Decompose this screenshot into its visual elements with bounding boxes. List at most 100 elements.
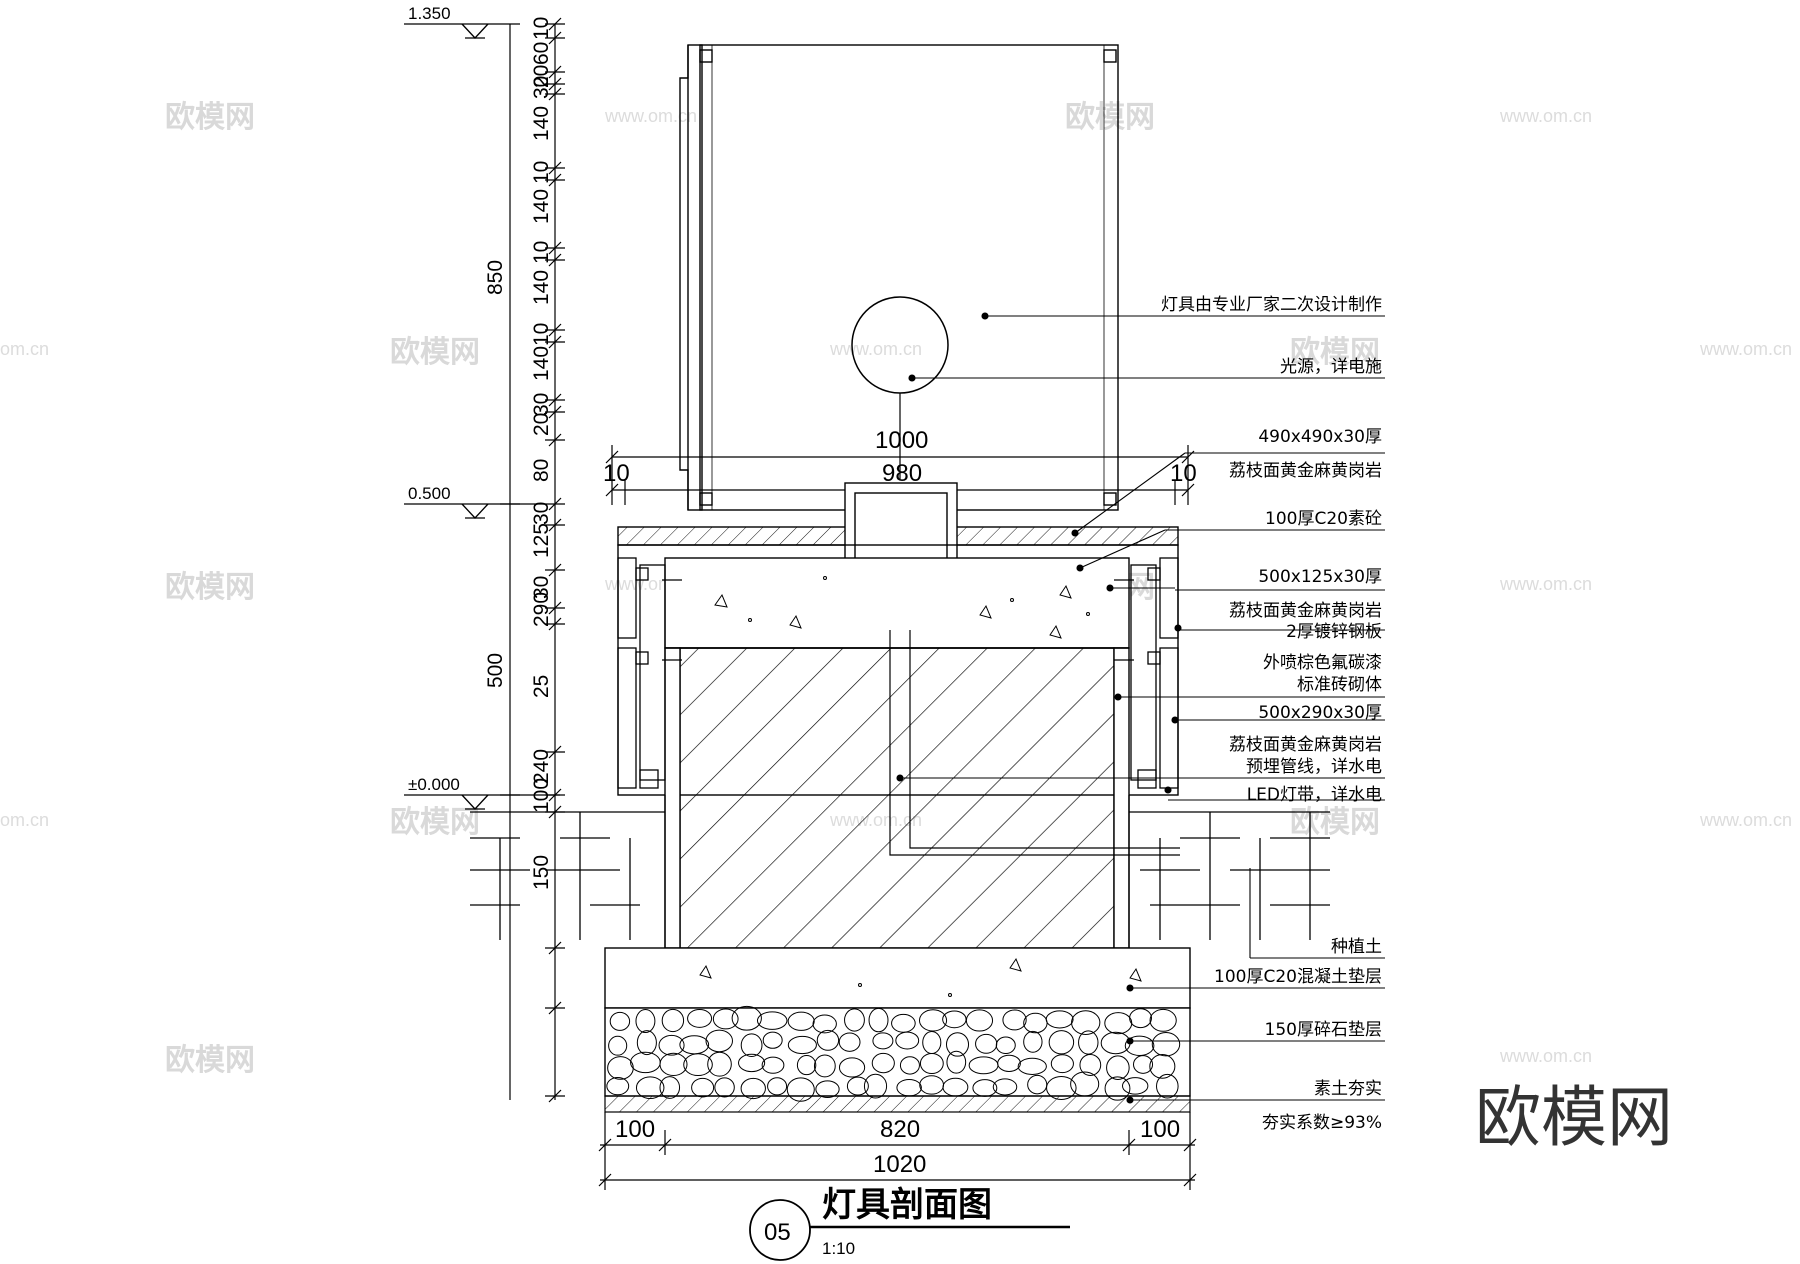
watermark-text: 欧模网 xyxy=(1290,335,1380,370)
vertical-dimension-labels: 1060203014010140101401014030208030125302… xyxy=(530,17,553,890)
dimension-10-left: 10 xyxy=(603,460,630,487)
dimension-label: 30 xyxy=(530,393,553,416)
elevation-markers xyxy=(404,23,560,810)
gravel-stone xyxy=(740,1033,763,1058)
watermark-text: 欧模网 xyxy=(390,805,480,840)
brand-logo-watermark: 欧模网 xyxy=(1475,1079,1673,1156)
gravel-stone xyxy=(796,1055,817,1076)
elevation-label: 1.350 xyxy=(408,4,451,23)
dimension-label: 10 xyxy=(530,17,553,40)
gravel-stone xyxy=(1106,1055,1130,1080)
annotation-label: 标准砖砌体 xyxy=(1297,675,1382,695)
dimension-tick xyxy=(548,65,562,79)
watermark-site: om.cn xyxy=(0,339,49,359)
dimension-tick xyxy=(548,161,562,175)
gravel-stone xyxy=(761,1056,785,1074)
annotation-label: 灯具由专业厂家二次设计制作 xyxy=(1161,295,1382,315)
gravel-stone xyxy=(1151,1032,1181,1057)
gravel-stone xyxy=(661,1008,685,1033)
watermark-text: 欧模网 xyxy=(165,1043,255,1078)
annotation-label: 150厚碎石垫层 xyxy=(1265,1020,1382,1040)
gravel-stone xyxy=(762,1031,783,1049)
gravel-stone xyxy=(997,1054,1021,1072)
gravel-stone xyxy=(606,1076,630,1096)
dimension-label: 25 xyxy=(530,675,553,698)
dimension-1000: 1000 xyxy=(875,427,928,454)
elevation-label: ±0.000 xyxy=(408,775,460,794)
gravel-stone xyxy=(787,1011,815,1031)
dimension-tick xyxy=(548,323,562,337)
annotation-label: LED灯带，详水电 xyxy=(1247,785,1382,805)
dimension-tick xyxy=(548,77,562,91)
dimension-label: 20 xyxy=(530,65,553,88)
dimension-tick xyxy=(548,405,562,419)
compacted-soil-layer xyxy=(604,1095,1191,1113)
gravel-stone xyxy=(1050,1054,1074,1074)
dimension-tick xyxy=(548,87,562,101)
gravel-stone xyxy=(738,1053,766,1073)
gravel-stone xyxy=(945,1032,970,1057)
watermark-site: www.om.cn xyxy=(604,106,697,126)
dimension-label: 30 xyxy=(530,76,553,99)
gravel-stone xyxy=(712,1008,739,1030)
dimension-500: 500 xyxy=(484,653,507,688)
gravel-stone xyxy=(899,1056,920,1075)
watermark-text: 欧模网 xyxy=(1065,100,1155,135)
dimension-label: 20 xyxy=(530,413,553,436)
gravel-stone xyxy=(872,1032,894,1050)
dimension-820: 820 xyxy=(880,1116,920,1143)
gravel-stone xyxy=(1121,1077,1149,1095)
dimension-tick xyxy=(548,497,562,511)
watermark-layer: 欧模网 www.om.cn 欧模网 www.om.cn om.cn 欧模网 ww… xyxy=(0,100,1792,1156)
gravel-stone xyxy=(658,1034,685,1056)
annotation-label: 490x490x30厚 xyxy=(1258,427,1382,447)
drawing-scale: 1:10 xyxy=(822,1239,855,1258)
dimension-label: 140 xyxy=(530,346,553,381)
annotation-label: 素土夯实 xyxy=(1314,1079,1382,1099)
annotation-label: 光源，详电施 xyxy=(1280,357,1382,377)
gravel-stone xyxy=(871,1052,895,1074)
drawing-number-circle xyxy=(749,1199,811,1261)
gravel-stone xyxy=(635,1009,656,1034)
watermark-text: 欧模网 xyxy=(165,100,255,135)
gravel-stone xyxy=(844,1008,865,1032)
gravel-stone xyxy=(813,1054,836,1078)
watermark-site: www.om.cn xyxy=(1499,106,1592,126)
dimension-label: 100 xyxy=(530,778,553,813)
dimension-tick xyxy=(548,173,562,187)
annotation-label: 100厚C20混凝土垫层 xyxy=(1214,967,1382,987)
dimension-label: 60 xyxy=(530,42,553,65)
dimension-tick xyxy=(548,745,562,759)
annotation-label: 100厚C20素砼 xyxy=(1265,509,1382,529)
annotation-label: 荔枝面黄金麻黄岗岩 xyxy=(1229,461,1382,481)
dimension-tick xyxy=(548,563,562,577)
gravel-stone xyxy=(683,1053,713,1077)
dimension-label: 10 xyxy=(530,161,553,184)
dimension-label: 10 xyxy=(530,241,553,264)
annotation-label: 夯实系数≥93% xyxy=(1262,1113,1382,1133)
dimension-label: 150 xyxy=(530,855,553,890)
dimension-label: 125 xyxy=(530,523,553,558)
dimension-tick xyxy=(548,393,562,407)
annotation-label: 500x290x30厚 xyxy=(1258,703,1382,723)
dimension-label: 290 xyxy=(530,592,553,627)
dimension-tick xyxy=(548,253,562,267)
gravel-stone xyxy=(1017,1057,1047,1075)
dimension-tick xyxy=(548,433,562,447)
gravel-stone xyxy=(1133,1055,1154,1074)
dimension-10-right: 10 xyxy=(1170,460,1197,487)
dimension-tick xyxy=(548,518,562,532)
watermark-site: om.cn xyxy=(0,810,49,830)
watermark-site: www.om.cn xyxy=(1499,574,1592,594)
planting-soil xyxy=(470,795,1330,948)
annotation-label: 种植土 xyxy=(1331,937,1382,957)
gravel-stone xyxy=(816,1029,840,1051)
dimension-tick xyxy=(548,1001,562,1015)
gravel-stone xyxy=(1149,1008,1177,1032)
gravel-stone xyxy=(1149,1053,1176,1079)
concrete-bedding-layer xyxy=(604,947,1191,1009)
dimension-label: 30 xyxy=(530,502,553,525)
gravel-stone xyxy=(918,1009,948,1032)
dimension-label: 10 xyxy=(530,323,553,346)
